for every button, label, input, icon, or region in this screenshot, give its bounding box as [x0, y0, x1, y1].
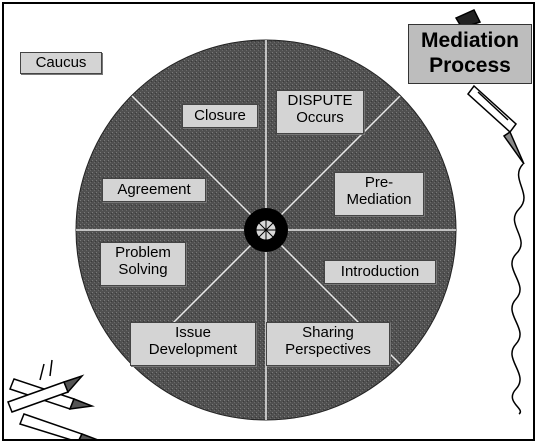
pen-icon [454, 9, 525, 165]
diagram-frame: Mediation Process Caucus Closure DISPUTE… [2, 2, 535, 441]
segment-problem-solving: Problem Solving [100, 242, 186, 286]
crayons-icon [7, 359, 98, 439]
wavy-line [511, 163, 525, 415]
caucus-label: Caucus [20, 52, 102, 74]
segment-issue-development: Issue Development [130, 322, 256, 366]
segment-pre-mediation: Pre- Mediation [334, 172, 424, 216]
segment-introduction: Introduction [324, 260, 436, 284]
segment-dispute-occurs: DISPUTE Occurs [276, 90, 364, 134]
wheel-hub [244, 208, 288, 252]
diagram-title: Mediation Process [408, 24, 532, 84]
segment-closure: Closure [182, 104, 258, 128]
segment-sharing-perspectives: Sharing Perspectives [266, 322, 390, 366]
segment-agreement: Agreement [102, 178, 206, 202]
